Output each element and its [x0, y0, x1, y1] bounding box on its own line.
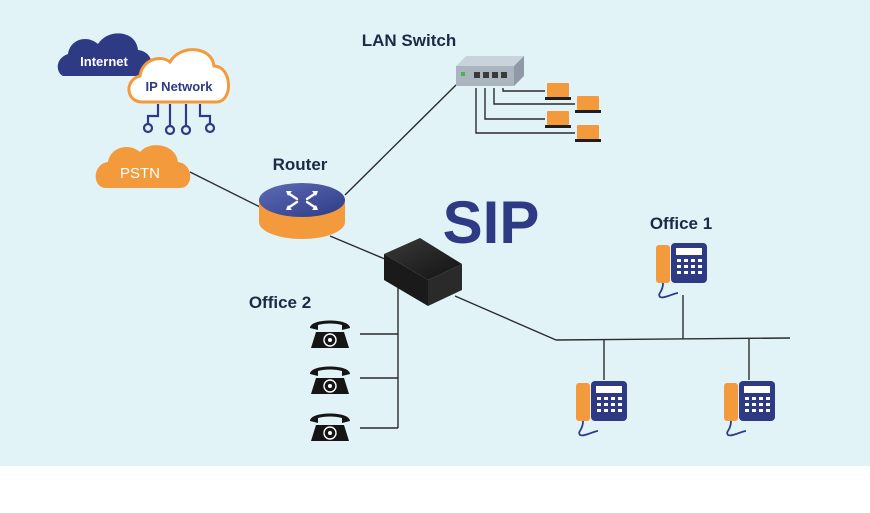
router-label: Router — [273, 155, 328, 174]
network-nodes-icon — [142, 104, 216, 136]
internet-label: Internet — [80, 54, 128, 69]
pstn-label: PSTN — [120, 165, 160, 182]
lan-switch-icon — [456, 56, 524, 86]
router-icon — [259, 183, 345, 239]
internet-cloud: Internet — [57, 33, 152, 76]
laptop-icon — [545, 83, 571, 100]
cloud-icon — [57, 33, 152, 76]
laptop-icon — [545, 111, 571, 128]
office1-bus — [555, 337, 791, 341]
router-gateway-link — [329, 235, 393, 263]
lan-switch-label: LAN Switch — [362, 31, 456, 50]
cloud-icon — [127, 48, 230, 104]
sip-label: SIP — [443, 189, 540, 256]
ip-network-label: IP Network — [146, 79, 214, 94]
laptop-icon — [575, 96, 601, 113]
pstn-router-link — [189, 171, 263, 209]
laptop-icon — [575, 125, 601, 142]
gateway-office1-link — [454, 295, 557, 341]
office2-label: Office 2 — [249, 293, 311, 312]
router-switch-link — [344, 84, 457, 196]
sip-gateway-icon — [384, 238, 462, 306]
connection-lines — [189, 84, 791, 429]
pstn-cloud: PSTN — [95, 145, 191, 188]
office1-label: Office 1 — [650, 214, 712, 233]
ip-network-cloud: IP Network — [127, 48, 230, 136]
cloud-icon — [95, 145, 191, 188]
